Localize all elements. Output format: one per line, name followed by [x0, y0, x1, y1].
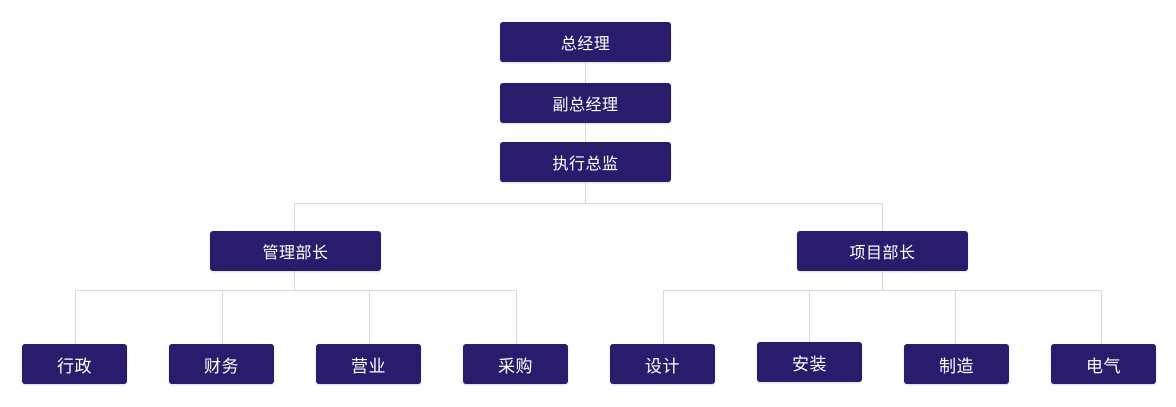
node-dept-admin: 行政: [22, 344, 127, 384]
node-dept-installation: 安装: [757, 342, 862, 382]
node-dept-purchasing: 采购: [463, 344, 568, 384]
node-project-head: 项目部长: [797, 231, 968, 271]
node-dept-sales: 营业: [316, 344, 421, 384]
node-dept-electrical: 电气: [1051, 344, 1156, 384]
node-dept-design: 设计: [610, 344, 715, 384]
node-management-head: 管理部长: [210, 231, 381, 271]
node-general-manager: 总经理: [500, 22, 671, 62]
node-deputy-general-manager: 副总经理: [500, 83, 671, 123]
node-executive-director: 执行总监: [500, 142, 671, 182]
node-dept-manufacturing: 制造: [904, 344, 1009, 384]
node-dept-finance: 财务: [169, 344, 274, 384]
